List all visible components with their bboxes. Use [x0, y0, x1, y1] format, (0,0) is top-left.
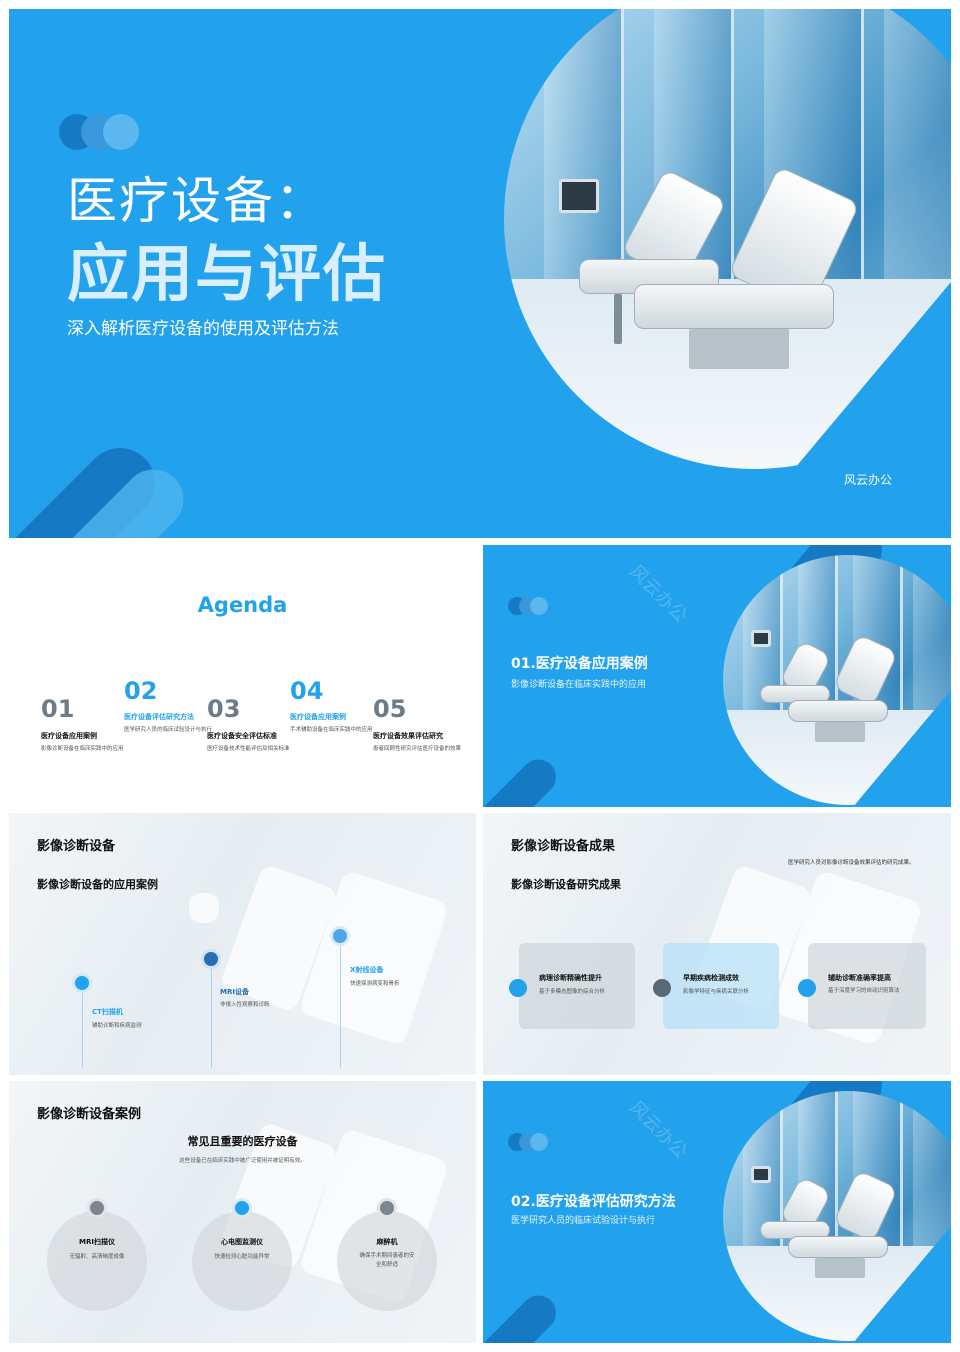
results-card-2-desc: 影像学特征与疾病关联分析	[683, 989, 750, 995]
results-card-3-desc: 基于深度学习的自动识别算法	[828, 988, 900, 994]
section-01-title: 01.医疗设备应用案例	[511, 656, 648, 672]
imaging-title: 影像诊断设备	[37, 839, 116, 854]
agenda-item-03-title[interactable]: 医疗设备安全评估标准	[207, 732, 277, 740]
cases-item-2-desc: 快速检测心脏功能异常	[214, 1254, 270, 1260]
results-slide[interactable]: 影像诊断设备成果 影像诊断设备研究成果 医学研究人员对影像诊断设备效果评估的研究…	[483, 813, 951, 1075]
cases-note: 这些设备已在临床实践中被广泛使用并被证明有效。	[179, 1158, 306, 1164]
mri-device-icon	[201, 949, 221, 969]
imaging-subtitle: 影像诊断设备的应用案例	[37, 878, 158, 891]
cases-item-2-label: 心电图监测仪	[221, 1238, 263, 1246]
cover-subtitle: 深入解析医疗设备的使用及评估方法	[67, 319, 339, 339]
cases-circle-2[interactable]	[192, 1211, 292, 1311]
agenda-num-02: 02	[124, 677, 158, 705]
results-title: 影像诊断设备成果	[511, 839, 616, 854]
results-note: 医学研究人员对影像诊断设备效果评估的研究成果。	[788, 860, 915, 866]
cover-title-line1: 医疗设备：	[67, 172, 327, 230]
agenda-item-05-title[interactable]: 医疗设备效果评估研究	[373, 732, 443, 740]
agenda-slide[interactable]: Agenda 01 医疗设备应用案例 影像诊断设备在临床实践中的应用 02 医疗…	[9, 545, 476, 807]
results-card-1-title: 病理诊断精确性提升	[539, 974, 602, 982]
section-02-subtitle: 医学研究人员的临床试验设计与执行	[511, 1216, 656, 1226]
cases-circle-3[interactable]	[337, 1211, 437, 1311]
results-card-2[interactable]	[663, 943, 779, 1029]
results-card-2-title: 早期疾病检测成效	[683, 974, 739, 982]
agenda-item-02-desc: 医学研究人员的临床试验设计与执行	[124, 727, 213, 733]
agenda-item-01-desc: 影像诊断设备在临床实践中的应用	[41, 746, 124, 752]
anesthesia-machine-icon	[377, 1198, 397, 1218]
results-card-1-desc: 基于多模态图像的综合分析	[539, 989, 606, 995]
imaging-slide[interactable]: 影像诊断设备 影像诊断设备的应用案例 CT扫描机 辅助诊断和疾病监测 MRI设备…	[9, 813, 476, 1075]
agenda-item-05-desc: 患者回顾性研究评估医疗设备的效果	[373, 746, 462, 752]
results-subtitle: 影像诊断设备研究成果	[511, 878, 621, 891]
agenda-num-03: 03	[207, 695, 241, 723]
imaging-item-ct-desc: 辅助诊断和疾病监测	[92, 1023, 142, 1029]
document-icon	[509, 979, 527, 997]
agenda-item-04-title[interactable]: 医疗设备应用案例	[290, 713, 346, 721]
section-02-watermark: 风云办公	[625, 1097, 691, 1163]
section-01-subtitle: 影像诊断设备在临床实践中的应用	[511, 680, 647, 690]
agenda-item-01-title[interactable]: 医疗设备应用案例	[41, 732, 97, 740]
cover-photo	[504, 9, 951, 469]
agenda-item-04-desc: 手术辅助设备在临床实践中的应用	[290, 727, 373, 733]
cases-item-1-desc: 无辐射、高清晰度成像	[69, 1254, 125, 1260]
imaging-item-xray-label: X射线设备	[350, 966, 384, 974]
cases-slide[interactable]: 影像诊断设备案例 常见且重要的医疗设备 这些设备已在临床实践中被广泛使用并被证明…	[9, 1081, 476, 1343]
imaging-item-ct-label: CT扫描机	[92, 1008, 123, 1016]
results-card-3[interactable]	[808, 943, 926, 1029]
chat-icon	[653, 979, 671, 997]
cases-title: 影像诊断设备案例	[37, 1107, 142, 1122]
section-01-slide[interactable]: 风云办公 01.医疗设备应用案例 影像诊断设备在临床实践中的应用	[483, 545, 951, 807]
section-01-watermark: 风云办公	[625, 561, 691, 627]
imaging-item-mri-label: MRI设备	[220, 988, 249, 996]
cases-item-3-desc: 确保手术期间患者的安全和舒适	[359, 1253, 415, 1268]
agenda-item-03-desc: 医疗设备技术性能评估及相关标准	[207, 746, 290, 752]
agenda-num-04: 04	[290, 677, 324, 705]
xray-device-icon	[330, 926, 350, 946]
cover-brand: 风云办公	[844, 473, 893, 487]
imaging-item-mri-desc: 非侵入性观察和诊断	[220, 1002, 270, 1008]
results-card-1[interactable]	[519, 943, 635, 1029]
cases-item-1-label: MRI扫描仪	[79, 1238, 115, 1246]
network-icon	[798, 979, 816, 997]
cover-slide[interactable]: 医疗设备： 应用与评估 深入解析医疗设备的使用及评估方法 风云办公	[9, 9, 951, 538]
cases-item-3-label: 麻醉机	[376, 1238, 398, 1246]
mri-scanner-icon	[87, 1198, 107, 1218]
agenda-num-01: 01	[41, 695, 75, 723]
agenda-title: Agenda	[197, 593, 288, 617]
ecg-monitor-icon	[232, 1198, 252, 1218]
ct-scan-icon	[72, 973, 92, 993]
results-card-3-title: 辅助诊断准确率提高	[828, 974, 891, 982]
agenda-item-02-title[interactable]: 医疗设备评估研究方法	[124, 713, 194, 721]
agenda-num-05: 05	[373, 695, 407, 723]
section-02-slide[interactable]: 风云办公 02.医疗设备评估研究方法 医学研究人员的临床试验设计与执行	[483, 1081, 951, 1343]
cases-heading: 常见且重要的医疗设备	[187, 1135, 298, 1148]
section-01-photo	[723, 555, 951, 805]
section-02-title: 02.医疗设备评估研究方法	[511, 1194, 676, 1210]
imaging-item-xray-desc: 快速探测病变和骨折	[350, 981, 400, 987]
cover-title-line2: 应用与评估	[67, 237, 388, 310]
section-02-photo	[723, 1091, 951, 1341]
cover-dot-3	[103, 114, 139, 150]
cases-circle-1[interactable]	[47, 1211, 147, 1311]
